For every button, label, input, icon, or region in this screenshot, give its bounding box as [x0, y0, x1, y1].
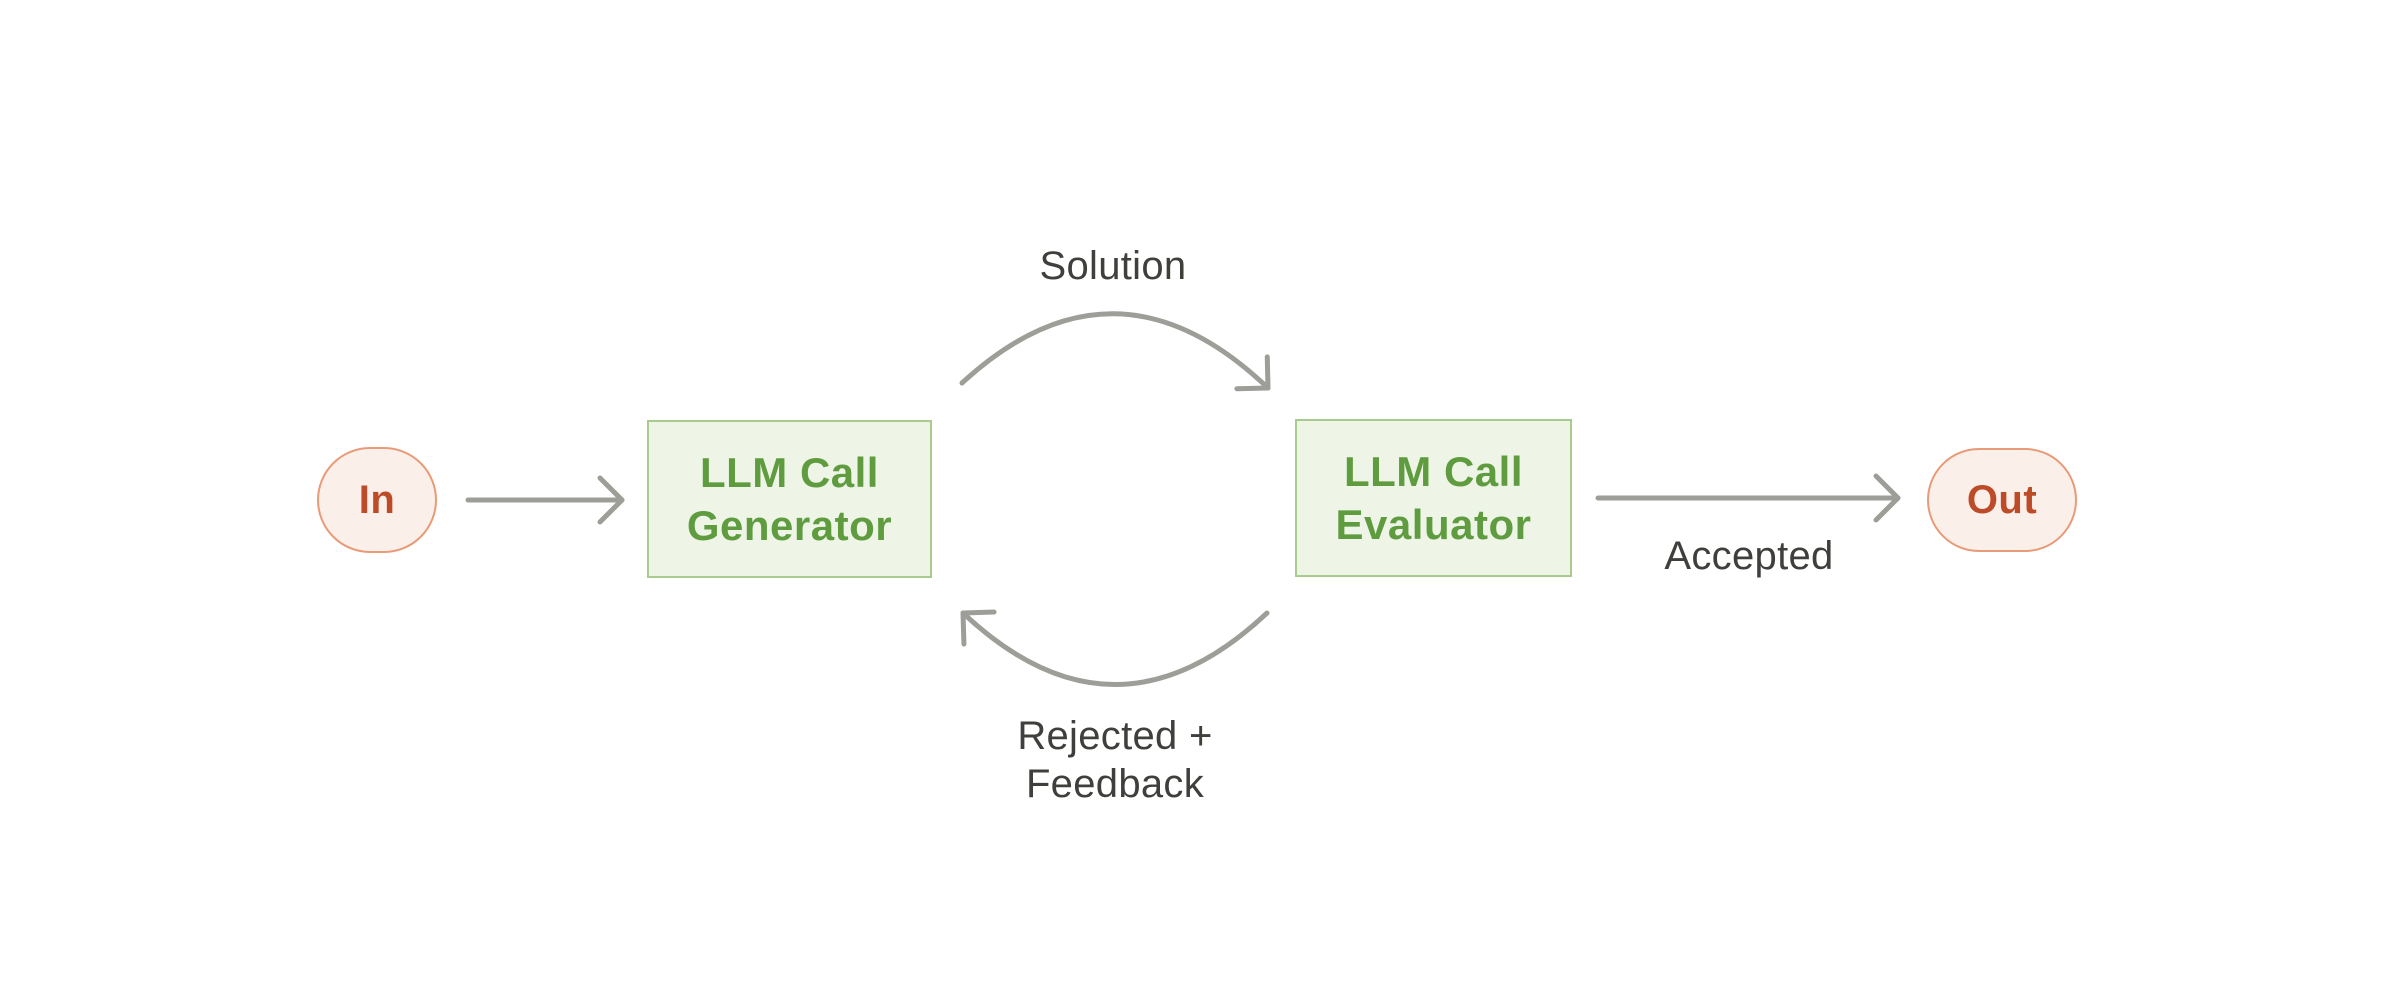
edge-label-solution: Solution — [1039, 244, 1187, 288]
arrow-solution-curve — [959, 311, 1271, 392]
node-llm-call-generator: LLM Call Generator — [647, 420, 932, 578]
node-out-label: Out — [1966, 477, 2038, 522]
node-generator-label: LLM Call Generator — [686, 449, 893, 549]
arrow-rejected-curve — [960, 609, 1270, 687]
edge-label-accepted: Accepted — [1664, 534, 1834, 578]
node-evaluator-label: LLM Call Evaluator — [1335, 448, 1532, 548]
node-in: In — [317, 447, 437, 553]
node-in-label: In — [358, 477, 396, 522]
node-llm-call-evaluator: LLM Call Evaluator — [1295, 419, 1572, 577]
edge-label-rejected-feedback: Rejected + Feedback — [1017, 714, 1213, 806]
node-out: Out — [1927, 448, 2077, 552]
